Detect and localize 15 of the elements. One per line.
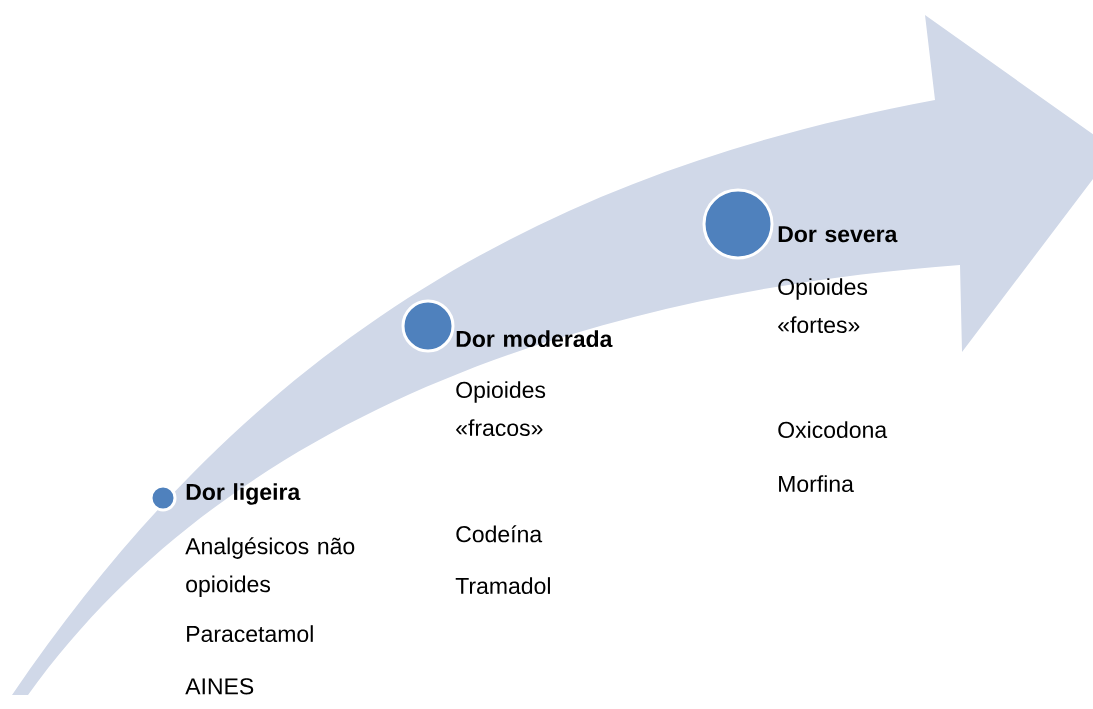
step-text: Opioides «fortes» [778, 278, 868, 334]
step-circle [401, 299, 455, 353]
step-heading: Dor moderada [456, 330, 613, 348]
step-text: Codeína [456, 525, 543, 543]
step-heading: Dor ligeira [186, 483, 301, 505]
step-circle [702, 188, 774, 260]
step-text: AINES [185, 678, 254, 695]
step-heading: Dor severa [778, 226, 898, 243]
step-text: Tramadol [455, 577, 550, 595]
step-text: Morfina [779, 475, 854, 493]
step-text: Oxicodona [778, 421, 888, 439]
step-text: Analgésicos não opioides [185, 537, 355, 597]
step-text: Paracetamol [187, 625, 313, 643]
step-text: Opioides «fracos» [456, 381, 546, 437]
step-circle [149, 484, 177, 512]
